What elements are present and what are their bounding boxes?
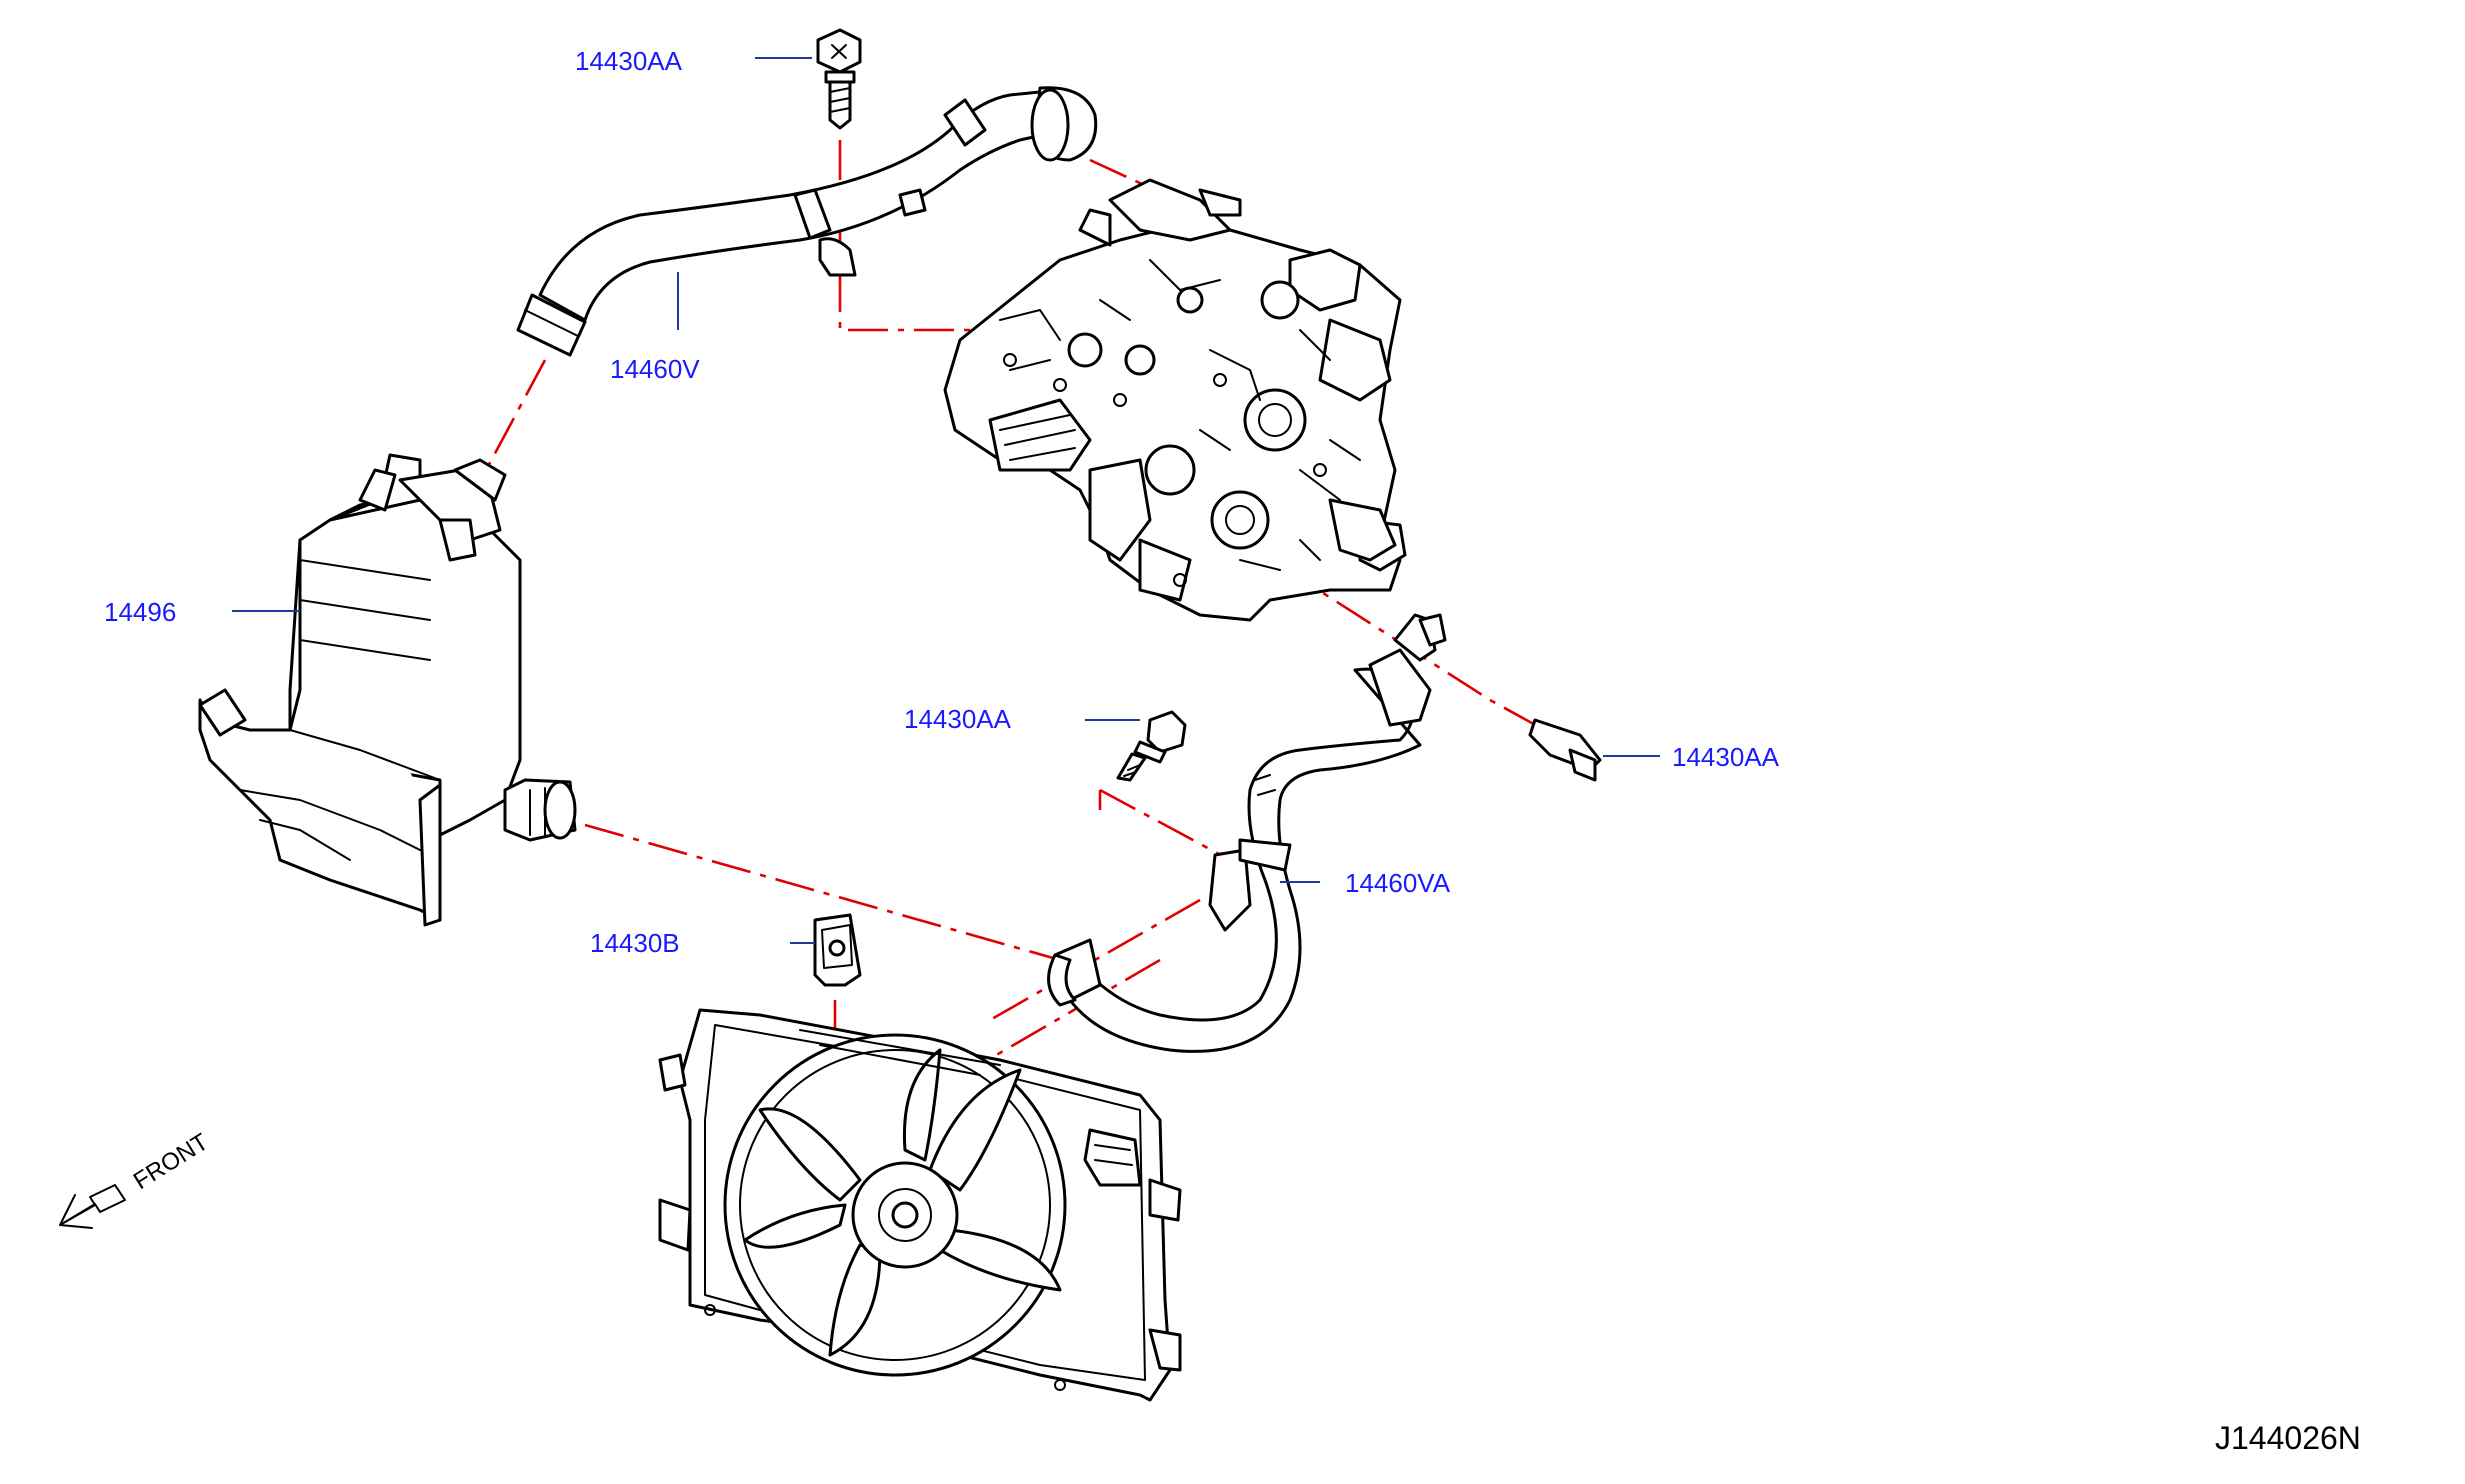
callout-hose-upper: 14460V	[610, 354, 700, 384]
figure-id: J144026N	[2215, 1420, 2361, 1456]
bolt-top	[816, 28, 862, 130]
bolt-right-partial	[1528, 718, 1602, 782]
leader-lines	[232, 57, 1660, 944]
front-arrow-icon	[59, 1184, 126, 1229]
callout-hose-lower: 14460VA	[1345, 868, 1451, 898]
callout-bolt-top: 14430AA	[575, 46, 683, 76]
engine-assembly	[943, 178, 1407, 622]
callout-bolt-mid: 14430AA	[904, 704, 1012, 734]
bolt-mid	[1116, 710, 1187, 782]
lower-charge-air-hose	[1047, 613, 1447, 1053]
mounting-bracket	[813, 913, 862, 987]
callout-charge-air-cooler: 14496	[104, 597, 176, 627]
front-indicator: FRONT	[59, 1128, 214, 1229]
cooling-fan-assembly	[658, 1008, 1182, 1402]
front-label: FRONT	[129, 1128, 214, 1195]
upper-charge-air-hose	[516, 86, 1098, 357]
callout-bracket: 14430B	[590, 928, 680, 958]
charge-air-cooler	[198, 453, 577, 927]
callout-bolt-right: 14430AA	[1672, 742, 1780, 772]
